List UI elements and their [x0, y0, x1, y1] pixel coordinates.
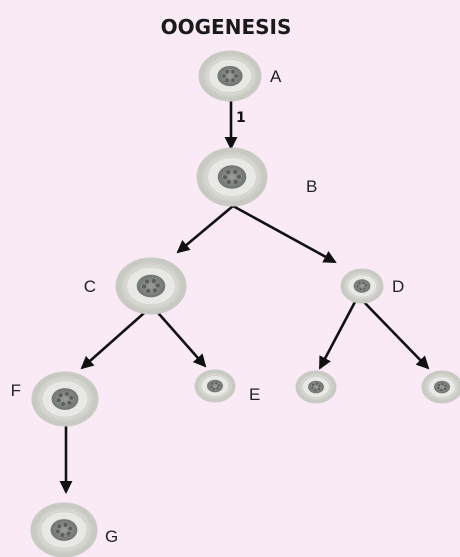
chromatin-speck: [443, 387, 447, 391]
chromatin-speck: [233, 179, 238, 184]
chromatin-speck: [151, 279, 156, 284]
chromatin-speck: [69, 395, 74, 400]
chromatin-speck: [155, 283, 160, 288]
chromatin-speck: [211, 382, 214, 385]
chromatin-speck: [231, 78, 235, 82]
chromatin-speck: [145, 279, 150, 284]
chromatin-speck: [68, 526, 73, 531]
arrows-group: [59, 98, 430, 494]
chromatin-speck: [318, 384, 321, 388]
chromatin-speck: [66, 531, 71, 536]
chromatin-speck: [142, 284, 147, 289]
cell-e: E: [194, 369, 260, 404]
chromatin-speck: [314, 388, 317, 392]
arrow-b-to-d: [232, 204, 337, 264]
diagram-title: OOGENESIS: [161, 15, 292, 39]
nucleus: [217, 65, 243, 87]
cell-label-f: F: [11, 381, 21, 400]
cell-c: C: [84, 257, 187, 315]
arrow-c-to-f: [80, 305, 153, 370]
chromatin-speck: [57, 524, 62, 529]
chromatin-speck: [212, 387, 215, 391]
step-label: 1: [236, 110, 246, 126]
nucleus: [353, 279, 371, 293]
chromatin-speck: [437, 386, 440, 390]
chromatin-speck: [236, 174, 241, 179]
cell-label-a: A: [270, 67, 282, 86]
chromatin-speck: [233, 169, 238, 175]
cell-a: A: [198, 50, 282, 102]
chromatin-speck: [441, 382, 444, 386]
chromatin-speck: [64, 392, 69, 396]
chromatin-speck: [225, 78, 229, 82]
chromatin-speck: [356, 285, 360, 288]
chromatin-speck: [311, 386, 314, 390]
chromatin-speck: [222, 74, 226, 78]
chromatin-speck: [226, 179, 231, 185]
chromatin-speck: [437, 383, 441, 387]
cell-g: G: [30, 502, 118, 557]
chromatin-speck: [311, 383, 315, 387]
nucleus: [207, 379, 223, 393]
chromatin-speck: [217, 384, 220, 387]
arrow-d-to-i: [361, 299, 430, 370]
cells-group: A B C D E F G: [11, 50, 460, 557]
nucleus: [51, 388, 79, 410]
nucleus: [217, 165, 247, 189]
chromatin-speck: [210, 385, 213, 388]
chromatin-speck: [215, 381, 218, 385]
cell-label-d: D: [392, 277, 404, 296]
chromatin-speck: [444, 384, 447, 388]
chromatin-speck: [315, 382, 318, 386]
chromatin-speck: [317, 387, 321, 391]
nucleus: [136, 274, 166, 298]
chromatin-speck: [362, 281, 365, 285]
chromatin-speck: [226, 170, 231, 175]
cell-label-c: C: [84, 277, 96, 296]
chromatin-speck: [231, 70, 235, 74]
chromatin-speck: [216, 387, 219, 390]
nucleus: [434, 380, 450, 394]
chromatin-speck: [61, 402, 66, 406]
cell-d: D: [340, 268, 404, 304]
chromatin-speck: [56, 398, 61, 403]
chromatin-speck: [58, 393, 63, 398]
chromatin-speck: [440, 388, 443, 392]
chromatin-speck: [223, 175, 228, 180]
cell-label-b: B: [306, 177, 317, 196]
nucleus: [50, 519, 78, 541]
chromatin-speck: [60, 533, 65, 537]
chromatin-speck: [67, 400, 72, 405]
chromatin-speck: [364, 284, 368, 287]
chromatin-speck: [63, 523, 68, 527]
chromatin-speck: [55, 529, 60, 534]
arrow-b-to-c: [176, 205, 234, 254]
nucleus: [308, 380, 324, 394]
arrow-d-to-h: [318, 299, 358, 370]
chromatin-speck: [225, 70, 229, 74]
chromatin-speck: [234, 74, 238, 78]
cell-h: [295, 370, 337, 404]
cell-label-g: G: [105, 527, 118, 546]
chromatin-speck: [358, 282, 361, 285]
chromatin-speck: [359, 287, 362, 291]
cell-f: F: [11, 371, 99, 427]
chromatin-speck: [152, 288, 157, 293]
cell-label-e: E: [249, 385, 260, 404]
arrow-c-to-e: [151, 305, 207, 368]
cell-i: [421, 370, 460, 404]
chromatin-speck: [363, 287, 366, 290]
chromatin-speck: [146, 288, 151, 293]
cell-b: B: [196, 147, 317, 207]
